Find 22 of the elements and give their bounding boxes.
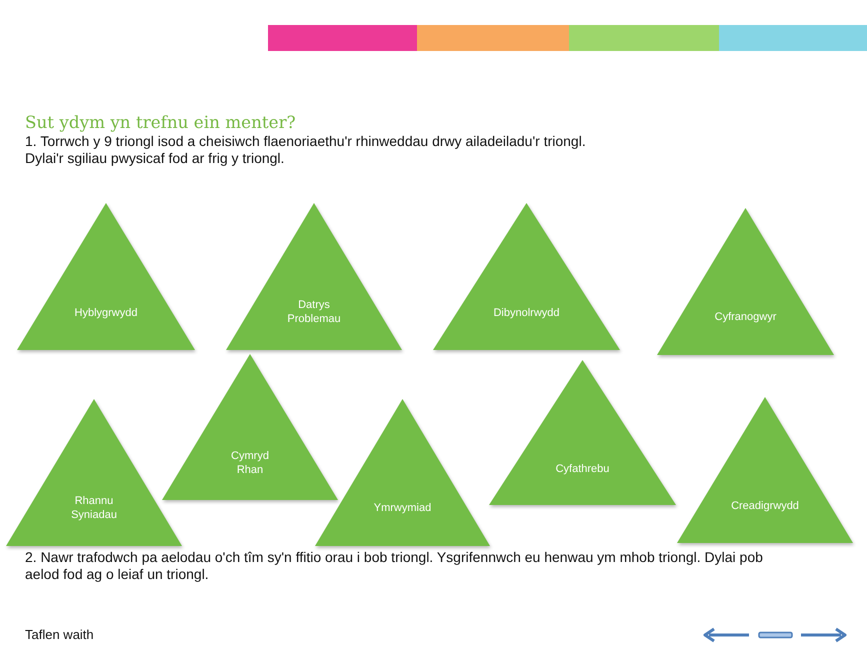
instruction-text: 2. Nawr trafodwch pa aelodau o'ch tîm sy'n ffitio orau i bob triongl. Ysgrifennwch eu henwau ym mhob triongl. Dylai pob aelod fod ag o leiaf un triongl. [25,549,764,583]
triangle-card [677,397,853,543]
instruction-text: 1. Torrwch y 9 triongl isod a cheisiwch flaenoriaethu'r rhinweddau drwy ailadeiladu'r triongl. Dylai'r sgiliau pwysicaf fod ar frig y triongl. [25,133,587,167]
section-heading: Sut ydym yn trefnu ein menter? [25,112,296,132]
skill-label: Cyfranogwyr [714,310,778,324]
skill-label: Hyblygrwydd [74,306,138,320]
triangle-card [162,354,338,500]
triangle-card [226,203,402,350]
triangle-card [17,203,195,350]
skill-label: Datrys Problemau [286,298,342,326]
triangle-card [6,399,182,546]
skill-label: Dibynolrwydd [492,306,561,320]
triangle-card [433,203,620,350]
skill-label: Creadigrwydd [730,499,800,513]
triangle-card [489,360,676,505]
skill-label: Rhannu Syniadau [70,494,118,522]
skill-label: Cyfathrebu [554,462,610,476]
triangle-card [315,399,490,546]
footer-label: Taflen waith [25,627,94,643]
triangle-card [657,208,834,355]
skill-label: Ymrwymiad [372,501,432,515]
skill-label: Cymryd Rhan [230,449,270,477]
